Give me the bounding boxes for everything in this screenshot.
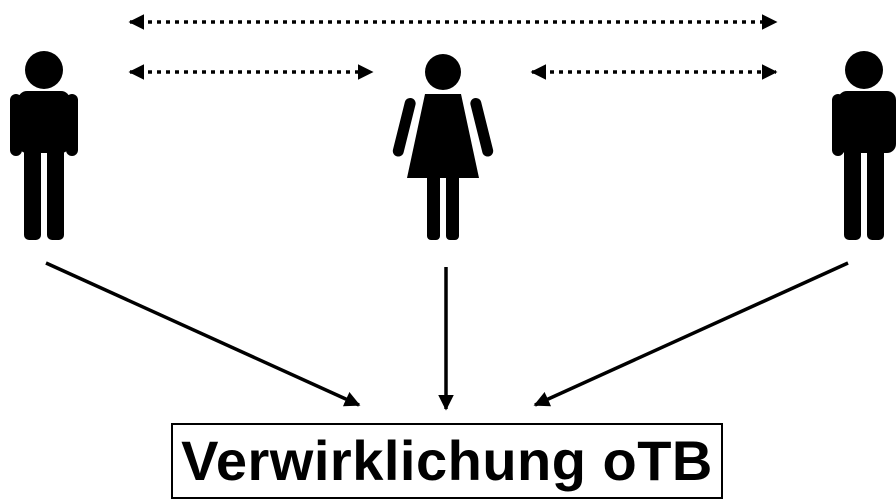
result-label: Verwirklichung oTB — [181, 429, 713, 492]
contribution-arrow-right — [533, 261, 849, 407]
woman-icon — [392, 54, 494, 240]
result-box: Verwirklichung oTB — [171, 423, 723, 499]
contribution-arrows — [45, 261, 849, 411]
man-icon — [10, 51, 78, 240]
relation-arrows — [128, 14, 778, 80]
contribution-arrow-left — [45, 261, 361, 407]
man-icon — [832, 51, 896, 240]
